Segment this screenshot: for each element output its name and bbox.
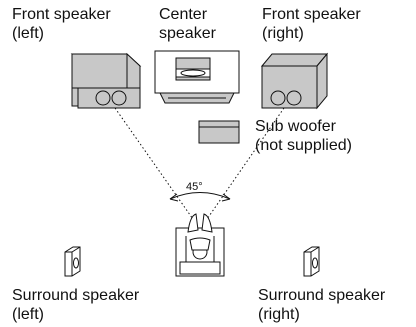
- subwoofer-icon: [198, 120, 240, 144]
- listener-icon: [175, 213, 225, 277]
- angle-arc: [169, 192, 231, 202]
- subwoofer-label-line1: Sub woofer: [255, 118, 336, 135]
- center-label: Center speaker: [159, 5, 216, 43]
- listening-angle-guides: [114, 107, 285, 223]
- angle-label: 45°: [186, 181, 203, 193]
- center-label-line2: speaker: [159, 25, 216, 42]
- front-right-speaker-icon: [260, 52, 329, 110]
- front-left-label-line2: (left): [12, 25, 44, 42]
- surround-left-label-line1: Surround speaker: [12, 287, 140, 304]
- front-right-label-line1: Front speaker: [262, 6, 361, 23]
- surround-right-label: Surround speaker (right): [258, 286, 385, 324]
- subwoofer-label-line2: (not supplied): [255, 137, 352, 154]
- front-right-label-line2: (right): [262, 25, 304, 42]
- front-left-speaker-icon: [70, 52, 142, 109]
- surround-left-label-line2: (left): [12, 306, 44, 323]
- guide-line-left: [114, 107, 196, 223]
- front-right-label: Front speaker (right): [262, 5, 361, 43]
- front-left-label: Front speaker (left): [12, 5, 111, 43]
- surround-left-speaker-icon: [64, 246, 81, 277]
- surround-left-label: Surround speaker (left): [12, 286, 139, 324]
- center-speaker-icon: [154, 50, 240, 104]
- center-label-line1: Center: [159, 6, 208, 23]
- surround-right-label-line1: Surround speaker: [258, 287, 386, 304]
- subwoofer-label: Sub woofer (not supplied): [255, 117, 352, 155]
- surround-right-speaker-icon: [303, 246, 320, 277]
- front-left-label-line1: Front speaker: [12, 6, 111, 23]
- surround-right-label-line2: (right): [258, 306, 300, 323]
- guide-line-right: [204, 107, 285, 223]
